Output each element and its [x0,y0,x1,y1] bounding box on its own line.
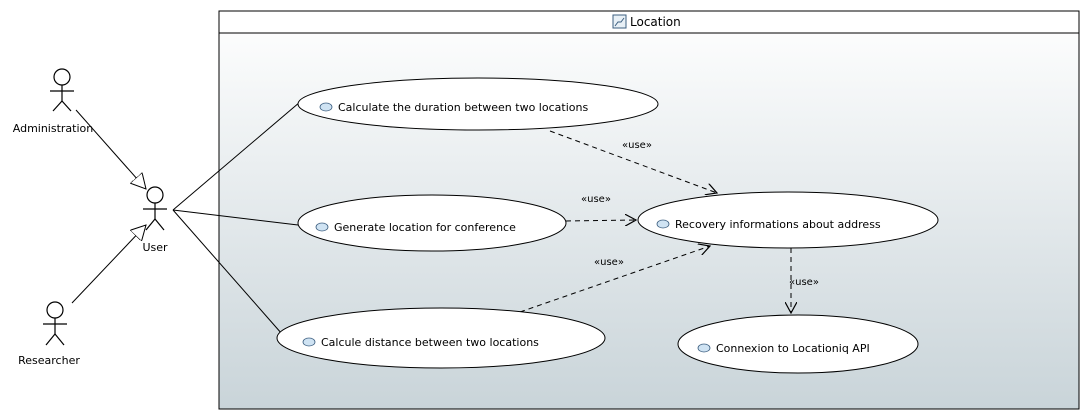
stereotype-label-1: «use» [622,140,652,151]
actor-user[interactable]: User [142,186,168,254]
generalizations [71,109,146,304]
use-case-connexion-locationiq[interactable]: Connexion to Locationiq API [677,314,919,374]
use-case-icon [315,222,329,232]
dependency-calculate-duration-recovery[interactable] [549,130,717,193]
use-case-label: Calculate the duration between two locat… [338,101,588,114]
use-case-label: Recovery informations about address [675,218,881,231]
association-user-calculate-duration[interactable] [172,101,301,211]
association-user-generate-location[interactable] [172,209,299,226]
use-case-generate-location[interactable]: Generate location for conference [297,194,567,252]
actor-label: Researcher [18,354,80,367]
use-case-recovery-informations[interactable]: Recovery informations about address [637,191,939,249]
actor-label: Administration [13,122,94,135]
use-case-icon [697,343,711,353]
use-case-icon [302,337,316,347]
generalization-researcher-user[interactable] [71,225,146,304]
associations [172,101,301,335]
stereotype-label-4: «use» [789,277,819,288]
actor-researcher[interactable]: Researcher [18,301,80,367]
use-case-label: Calcule distance between two locations [321,336,539,349]
stick-figure-icon [43,301,67,346]
dependency-calcule-distance-recovery[interactable] [519,246,710,313]
stick-figure-icon [143,186,167,231]
use-case-label: Connexion to Locationiq API [716,342,870,355]
stereotype-label-2: «use» [581,194,611,205]
association-user-calcule-distance[interactable] [172,209,283,335]
use-case-calculate-duration[interactable]: Calculate the duration between two locat… [297,77,659,131]
use-dependencies: «use» «use» «use» «use» [519,130,819,313]
generalization-administration-user[interactable] [75,109,146,189]
dependency-generate-location-recovery[interactable] [565,220,636,221]
actor-administration[interactable]: Administration [13,68,94,135]
stereotype-label-3: «use» [594,257,624,268]
stick-figure-icon [50,68,74,112]
package-title: Location [630,15,681,29]
use-case-calcule-distance[interactable]: Calcule distance between two locations [276,307,606,369]
use-case-icon [319,102,333,112]
package-icon [612,14,627,29]
use-case-label: Generate location for conference [334,221,516,234]
use-case-icon [656,219,670,229]
actor-label: User [142,241,168,254]
